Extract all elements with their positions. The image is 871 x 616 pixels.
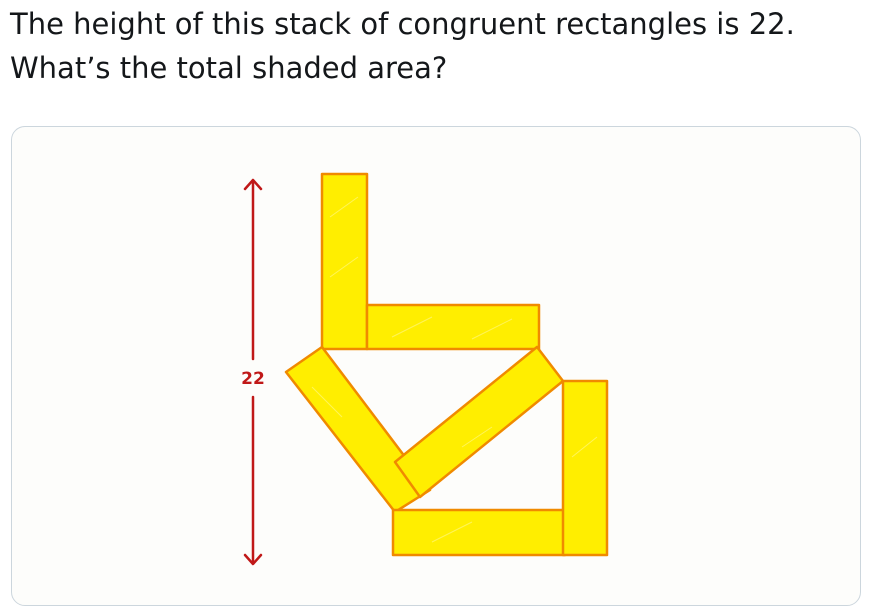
- question-line-2: What’s the total shaded area?: [10, 51, 448, 85]
- rectangle-top-vertical: [320, 172, 369, 351]
- rectangle-top-horizontal: [365, 303, 541, 351]
- rectangle-right-vertical: [561, 379, 609, 557]
- question-line-1: The height of this stack of congruent re…: [10, 7, 795, 41]
- puzzle-image-card[interactable]: 22: [11, 126, 861, 606]
- rectangle-diagonal-left: [284, 345, 432, 514]
- arrow-down-icon: [243, 553, 263, 566]
- arrow-up-icon: [243, 178, 263, 191]
- rectangle-diagonal-right: [393, 345, 565, 499]
- question-text: The height of this stack of congruent re…: [10, 2, 860, 90]
- rectangle-bottom-horizontal: [391, 508, 567, 557]
- height-dimension-arrow: [243, 178, 263, 566]
- height-label: 22: [241, 369, 265, 389]
- rectangle-stack-diagram: 22: [241, 172, 609, 566]
